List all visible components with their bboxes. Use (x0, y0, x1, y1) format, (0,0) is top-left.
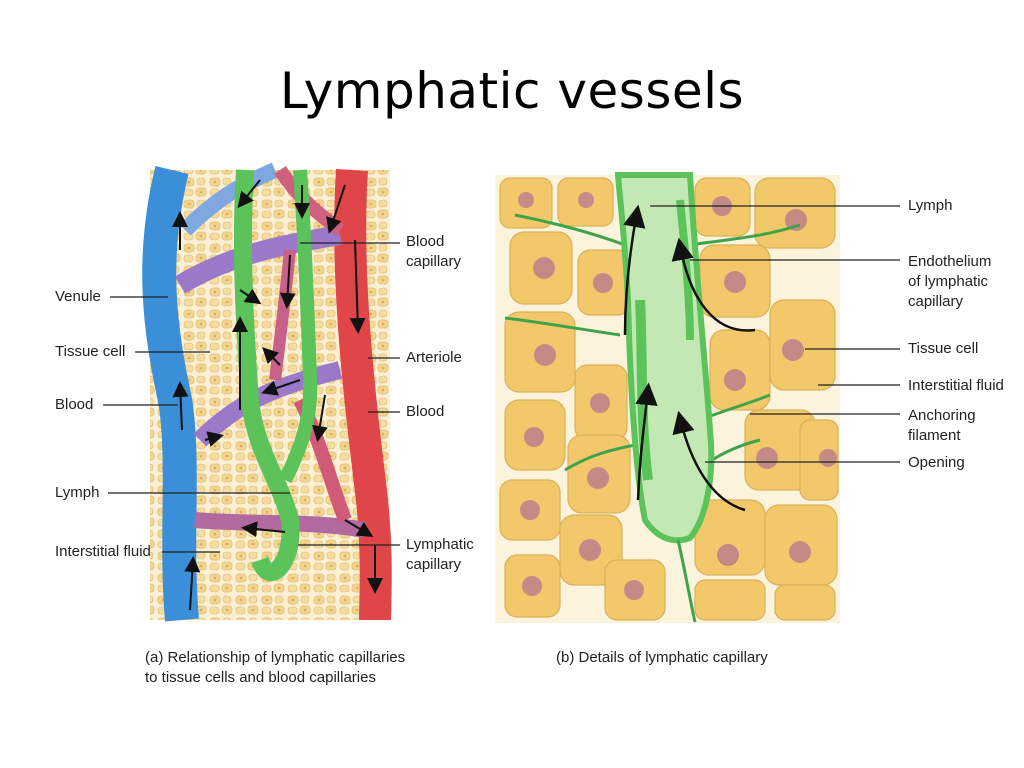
caption-panel-b: (b) Details of lymphatic capillary (556, 649, 768, 666)
label-lymph-a: Lymph (55, 484, 100, 501)
slide-title: Lymphatic vessels (279, 62, 745, 120)
flow-arrow (262, 347, 281, 366)
flow-arrow (204, 431, 224, 447)
flow-arrow (312, 394, 328, 442)
flow-arrow (237, 179, 261, 209)
label-venule: Venule (55, 288, 101, 305)
capillary-tail (676, 539, 697, 623)
label-lymph-b: Lymph (908, 197, 953, 214)
blood-capillary-middle (193, 361, 343, 447)
label-lymphatic-capillary: Lymphatic capillary (406, 536, 474, 573)
label-anchoring-filament: Anchoring filament (908, 407, 976, 444)
flow-arrow (239, 288, 262, 305)
flow-arrow (672, 410, 746, 512)
flow-arrow (184, 556, 201, 611)
caption-panel-a: (a) Relationship of lymphatic capillarie… (145, 649, 406, 686)
flow-arrow (635, 382, 658, 501)
lymphatic-capillary-vessel (233, 169, 300, 581)
label-interstitial-fluid-b: Interstitial fluid (908, 377, 1004, 394)
flow-arrow (279, 254, 296, 309)
label-blood-right: Blood (406, 403, 445, 420)
label-interstitial-fluid-a: Interstitial fluid (55, 543, 151, 560)
blood-capillary-upper (179, 162, 279, 236)
label-tissue-cell-b: Tissue cell (908, 340, 979, 357)
lymphatic-capillary-branch (278, 169, 318, 484)
flow-arrow (349, 239, 366, 334)
blood-capillary-top (174, 225, 342, 294)
label-blood-left: Blood (55, 396, 94, 413)
flow-arrow (241, 521, 286, 538)
panel-b-leader-lines (650, 205, 900, 463)
flow-arrow (326, 184, 346, 234)
flow-arrow (261, 379, 301, 396)
flow-arrow (623, 204, 646, 336)
flow-arrow (671, 237, 756, 332)
venule-vessel (142, 165, 199, 622)
label-opening: Opening (908, 454, 965, 471)
blood-capillary-lower (194, 512, 367, 538)
flow-arrow (172, 381, 189, 431)
label-arteriole: Arteriole (406, 349, 462, 366)
label-endothelium: Endothelium of lymphatic capillary (908, 253, 992, 310)
panel-a-leader-lines (103, 242, 400, 553)
label-blood-capillary: Blood capillary (406, 233, 462, 270)
flow-arrow (344, 519, 374, 538)
panel-b-flow-arrows (623, 204, 756, 512)
tissue-cells (499, 177, 839, 621)
label-tissue-cell-a: Tissue cell (55, 343, 126, 360)
